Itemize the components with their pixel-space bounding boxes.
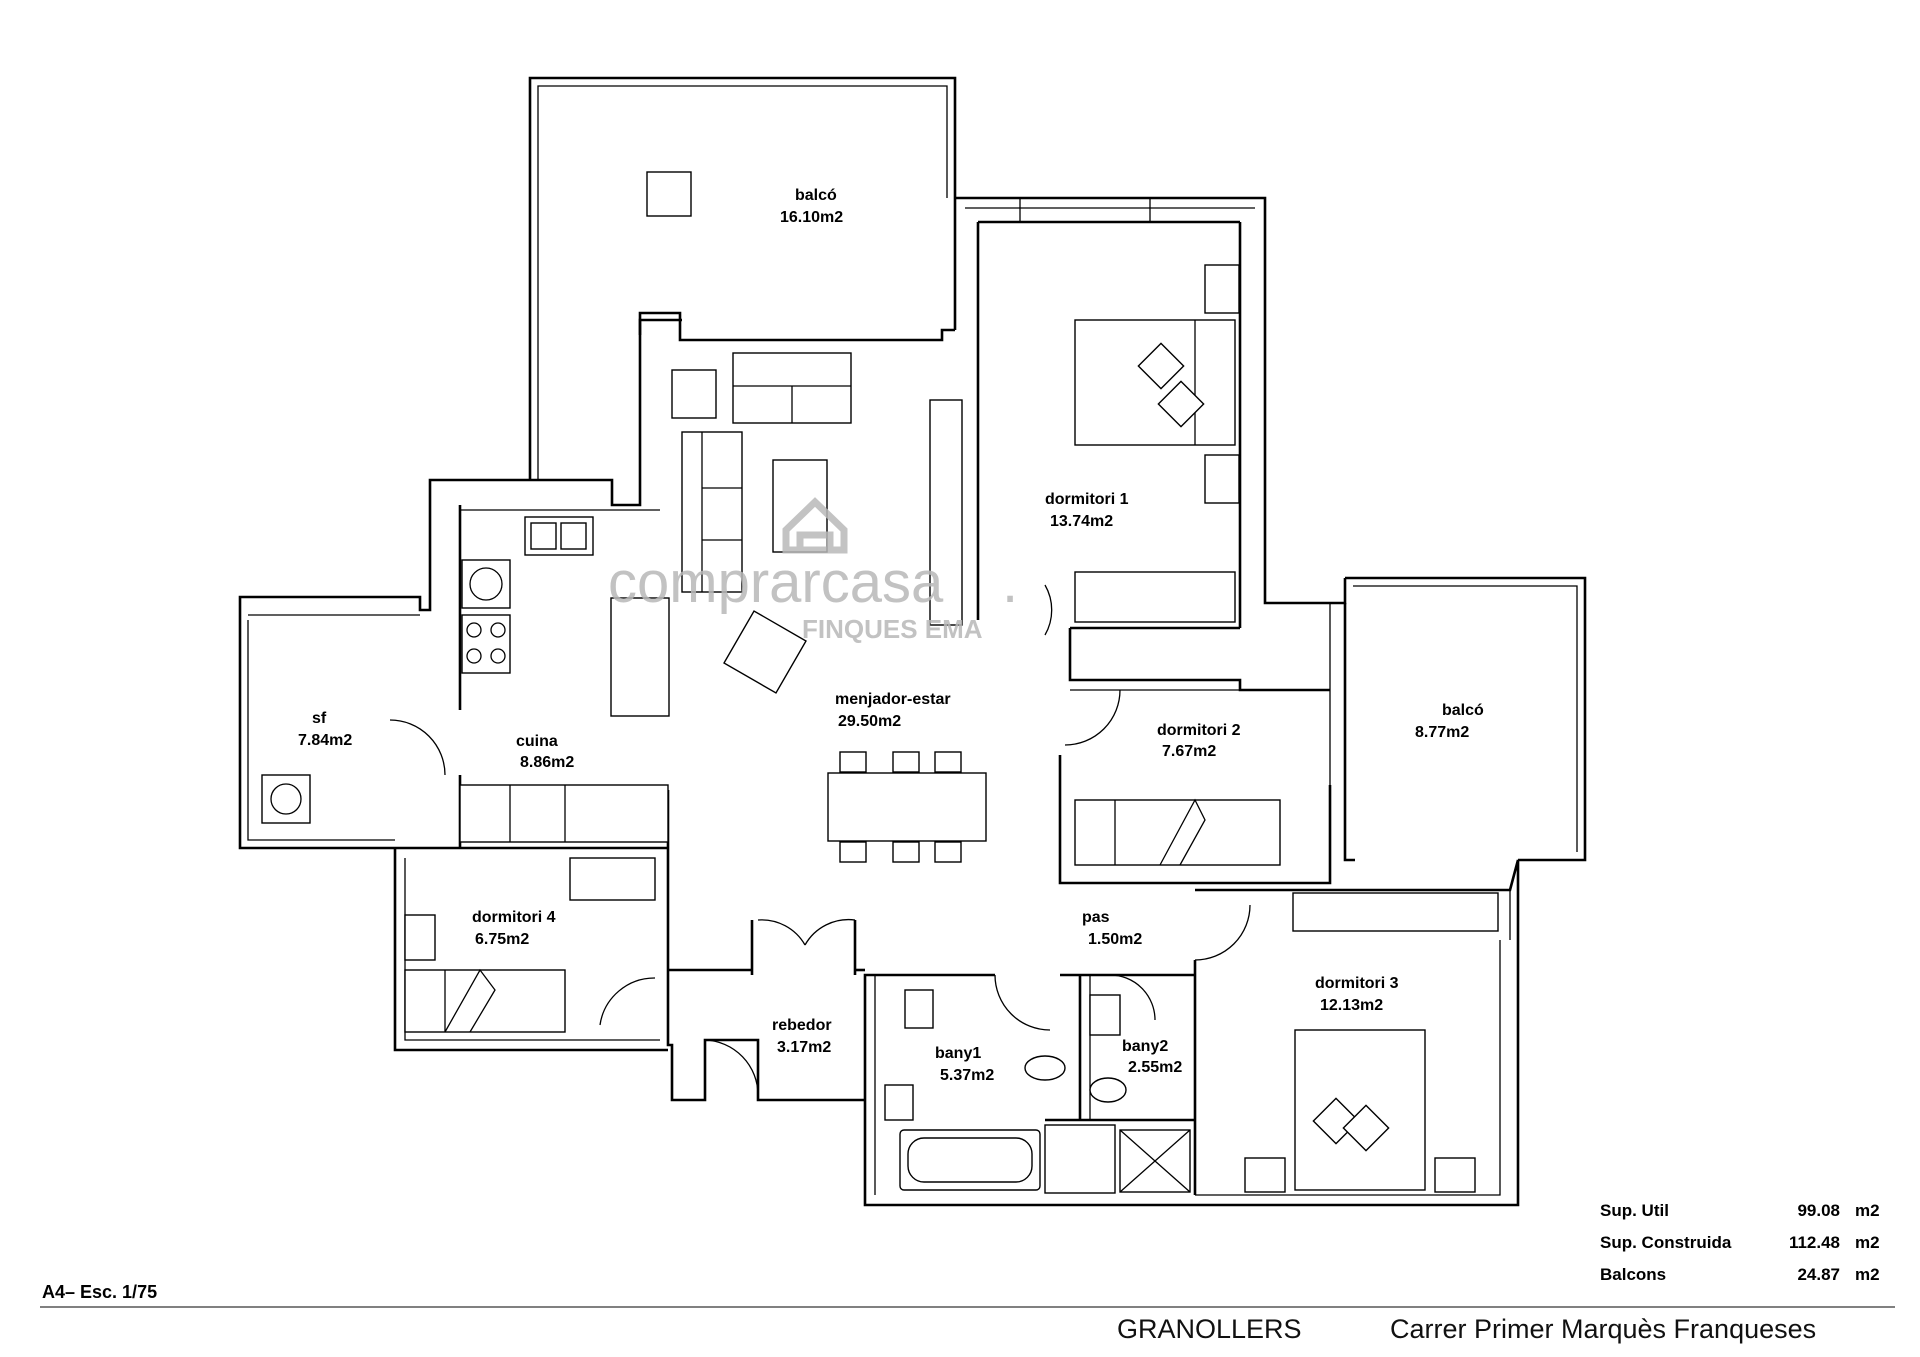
surface-label-balcons: Balcons (1600, 1265, 1666, 1284)
surface-value-util: 99.08 (1797, 1201, 1840, 1220)
room-name-bany1: bany1 (935, 1045, 981, 1062)
room-name-pas: pas (1082, 909, 1110, 926)
room-area-cuina: 8.86m2 (520, 754, 574, 771)
room-name-dormitori-3: dormitori 3 (1315, 975, 1399, 992)
room-name-dormitori-2: dormitori 2 (1157, 722, 1241, 739)
room-name-bany2: bany2 (1122, 1038, 1168, 1055)
room-area-dormitori-4: 6.75m2 (475, 931, 529, 948)
room-area-pas: 1.50m2 (1088, 931, 1142, 948)
room-area-bany2: 2.55m2 (1128, 1059, 1182, 1076)
surface-value-balcons: 24.87 (1797, 1265, 1840, 1284)
room-name-balco-right: balcó (1442, 702, 1484, 719)
surface-unit-construida: m2 (1855, 1233, 1880, 1252)
room-area-bany1: 5.37m2 (940, 1067, 994, 1084)
room-labels: balcó 16.10m2 dormitori 1 13.74m2 menjad… (298, 187, 1484, 1084)
room-name-dormitori-1: dormitori 1 (1045, 491, 1129, 508)
footer-city: GRANOLLERS (1117, 1314, 1302, 1344)
room-area-dormitori-2: 7.67m2 (1162, 743, 1216, 760)
surface-table: Sup. Util 99.08 m2 Sup. Construida 112.4… (1600, 1201, 1880, 1284)
scale-label: A4– Esc. 1/75 (42, 1282, 157, 1302)
surface-value-construida: 112.48 (1789, 1233, 1840, 1252)
room-area-menjador: 29.50m2 (838, 713, 901, 730)
walls (238, 76, 1587, 1207)
room-name-dormitori-4: dormitori 4 (472, 909, 556, 926)
room-area-dormitori-3: 12.13m2 (1320, 997, 1383, 1014)
watermark-sub: FINQUES EMA (802, 614, 983, 644)
surface-label-util: Sup. Util (1600, 1201, 1669, 1220)
room-area-sf: 7.84m2 (298, 732, 352, 749)
watermark-dot: . (1002, 550, 1018, 615)
watermark-brand: comprarcasa (608, 550, 944, 615)
room-area-rebedor: 3.17m2 (777, 1039, 831, 1056)
surface-unit-balcons: m2 (1855, 1265, 1880, 1284)
surface-unit-util: m2 (1855, 1201, 1880, 1220)
room-name-cuina: cuina (516, 733, 558, 750)
footer-address: Carrer Primer Marquès Franqueses (1390, 1314, 1816, 1344)
room-area-balco-top: 16.10m2 (780, 209, 843, 226)
room-name-menjador: menjador-estar (835, 691, 951, 708)
room-name-balco-top: balcó (795, 187, 837, 204)
doors (389, 584, 1251, 1096)
room-area-dormitori-1: 13.74m2 (1050, 513, 1113, 530)
surface-label-construida: Sup. Construida (1600, 1233, 1732, 1252)
room-name-sf: sf (312, 710, 327, 727)
room-area-balco-right: 8.77m2 (1415, 724, 1469, 741)
watermark: comprarcasa . FINQUES EMA (608, 497, 1018, 644)
room-name-rebedor: rebedor (772, 1017, 832, 1034)
house-icon (782, 497, 848, 554)
furniture (261, 171, 1499, 1194)
